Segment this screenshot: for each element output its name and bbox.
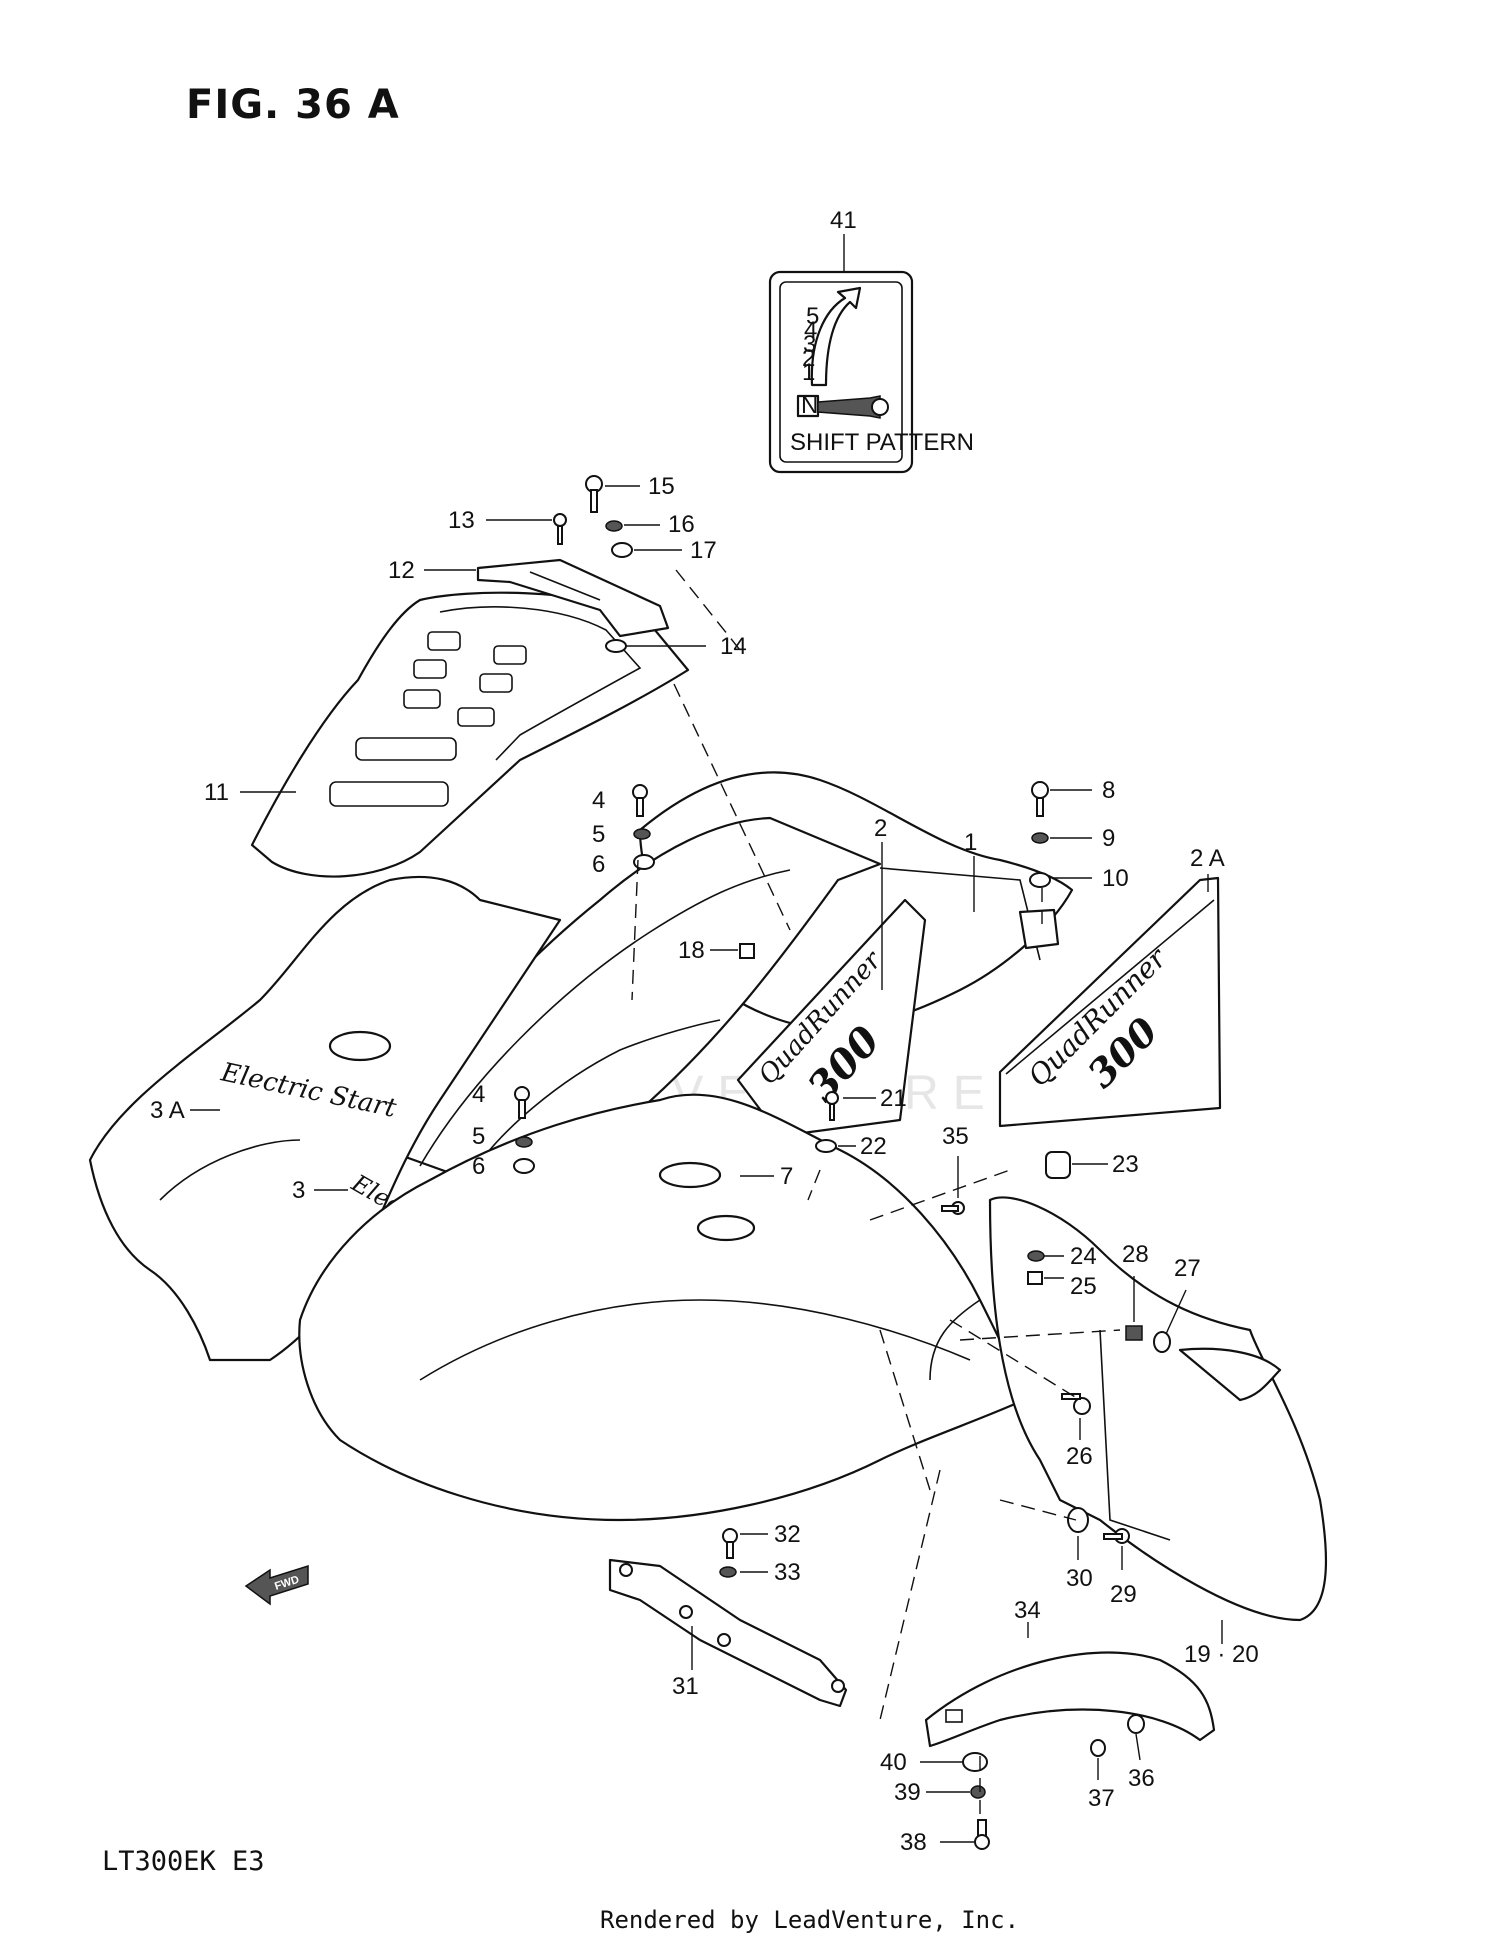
- callout-32: 32: [774, 1521, 801, 1548]
- main-fender-body: [298, 1093, 1026, 1522]
- callout-15: 15: [648, 473, 675, 500]
- callout-28: 28: [1122, 1241, 1149, 1268]
- callout-4b: 4: [472, 1081, 485, 1108]
- shift-pattern-caption: SHIFT PATTERN: [790, 429, 974, 456]
- callout-39: 39: [894, 1779, 921, 1806]
- callout-17: 17: [690, 537, 717, 564]
- callout-7: 7: [780, 1163, 793, 1190]
- callout-36: 36: [1128, 1765, 1155, 1792]
- shift-gear-4: 4: [804, 317, 817, 344]
- callout-30: 30: [1066, 1565, 1093, 1592]
- shift-neutral-label: N: [801, 392, 818, 419]
- shift-gear-3: 3: [803, 331, 816, 358]
- callout-10: 10: [1102, 865, 1129, 892]
- callout-16: 16: [668, 511, 695, 538]
- footer-credit: Rendered by LeadVenture, Inc.: [600, 1906, 1020, 1934]
- model-code: LT300EK E3: [102, 1846, 265, 1877]
- callout-33: 33: [774, 1559, 801, 1586]
- callout-12: 12: [388, 557, 415, 584]
- callout-9: 9: [1102, 825, 1115, 852]
- callout-6a: 6: [592, 851, 605, 878]
- rear-fender-extension: [924, 1651, 1216, 1748]
- callout-2a: 2 A: [1190, 845, 1225, 872]
- callout-3a: 3 A: [150, 1097, 185, 1124]
- figure-title: FIG. 36 A: [186, 82, 400, 128]
- callout-19-20: 19 · 20: [1184, 1641, 1259, 1668]
- side-panel-mud-guard: [988, 1196, 1328, 1622]
- callout-5a: 5: [592, 821, 605, 848]
- callout-34: 34: [1014, 1597, 1041, 1624]
- callout-8: 8: [1102, 777, 1115, 804]
- callout-26: 26: [1066, 1443, 1093, 1470]
- callout-25: 25: [1070, 1273, 1097, 1300]
- callout-27: 27: [1174, 1255, 1201, 1282]
- meter-panel: [476, 558, 670, 638]
- shift-gear-1: 1: [802, 359, 815, 386]
- leader-lines: [190, 234, 1223, 1843]
- callout-11: 11: [204, 779, 229, 806]
- callout-3: 3: [292, 1177, 305, 1204]
- callout-labels: 41 15 16 13 17 12 14 11 8 4 2 1 5 9 2 A …: [150, 207, 1259, 1856]
- callout-23: 23: [1112, 1151, 1139, 1178]
- callout-1: 1: [964, 829, 977, 856]
- callout-21: 21: [880, 1085, 907, 1112]
- fwd-arrow-icon: FWD: [244, 1564, 309, 1606]
- callout-22: 22: [860, 1133, 887, 1160]
- callout-14: 14: [720, 633, 747, 660]
- callout-35: 35: [942, 1123, 969, 1150]
- callout-29: 29: [1110, 1581, 1137, 1608]
- front-bracket: [608, 1558, 848, 1708]
- shift-gear-5: 5: [806, 303, 819, 330]
- callout-31: 31: [672, 1673, 699, 1700]
- callout-38: 38: [900, 1829, 927, 1856]
- callout-6b: 6: [472, 1153, 485, 1180]
- callout-24: 24: [1070, 1243, 1097, 1270]
- callout-41: 41: [830, 207, 857, 234]
- callout-13: 13: [448, 507, 475, 534]
- assembly-lines: [631, 569, 1121, 1818]
- hardware: [513, 475, 1171, 1850]
- shift-pattern-decal: 5 4 3 2 1 N SHIFT PATTERN: [768, 270, 974, 474]
- callout-5b: 5: [472, 1123, 485, 1150]
- callout-40: 40: [880, 1749, 907, 1776]
- callout-2: 2: [874, 815, 887, 842]
- callout-4a: 4: [592, 787, 605, 814]
- callout-18: 18: [678, 937, 705, 964]
- shift-gear-2: 2: [802, 345, 815, 372]
- callout-37: 37: [1088, 1785, 1115, 1812]
